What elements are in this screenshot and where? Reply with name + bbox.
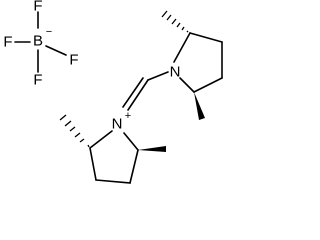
chemical-structure: F F B − F F bbox=[3, 0, 223, 184]
nitrogen-lower-charge: + bbox=[125, 110, 131, 122]
bond-c5-n-upper bbox=[179, 77, 195, 93]
bold-wedge-methyl-upper bbox=[194, 92, 205, 120]
atom-boron: B bbox=[33, 33, 43, 50]
bond-b-f-right bbox=[45, 45, 67, 56]
structure-canvas: F F B − F F bbox=[3, 0, 223, 184]
atom-fluorine-bottom: F bbox=[33, 72, 42, 89]
bond-ch-n-plus-1 bbox=[127, 79, 149, 111]
linker-bonds bbox=[122, 71, 169, 111]
hashed-wedge-lower bbox=[59, 114, 90, 148]
bond-n-c2-lower bbox=[89, 130, 113, 149]
atom-fluorine-top: F bbox=[33, 0, 42, 15]
atom-fluorine-right: F bbox=[69, 52, 78, 69]
bond-c4-c5-lower bbox=[129, 149, 139, 184]
upper-pyrrolidine-ring bbox=[173, 32, 223, 93]
hashed-wedge-upper bbox=[161, 10, 189, 33]
bond-ch-n-plus-2 bbox=[122, 77, 144, 108]
tetrafluoroborate-anion bbox=[14, 11, 67, 73]
atom-nitrogen-lower: N bbox=[112, 116, 123, 133]
boron-charge: − bbox=[46, 26, 52, 38]
bond-c2-c3-upper bbox=[189, 32, 223, 43]
bond-n-c2-upper bbox=[173, 32, 191, 63]
bond-c4-c5-upper bbox=[193, 77, 223, 93]
atom-fluorine-left: F bbox=[3, 34, 12, 51]
atom-nitrogen-upper: N bbox=[170, 64, 181, 81]
bond-c5-n-lower bbox=[123, 132, 139, 151]
lower-pyrrolidinium-ring bbox=[89, 130, 139, 184]
bond-n-ch bbox=[147, 71, 169, 81]
bond-c3-c4-lower bbox=[95, 179, 131, 184]
bond-c2-c3-lower bbox=[89, 147, 97, 181]
bold-wedge-methyl-lower bbox=[138, 146, 166, 152]
